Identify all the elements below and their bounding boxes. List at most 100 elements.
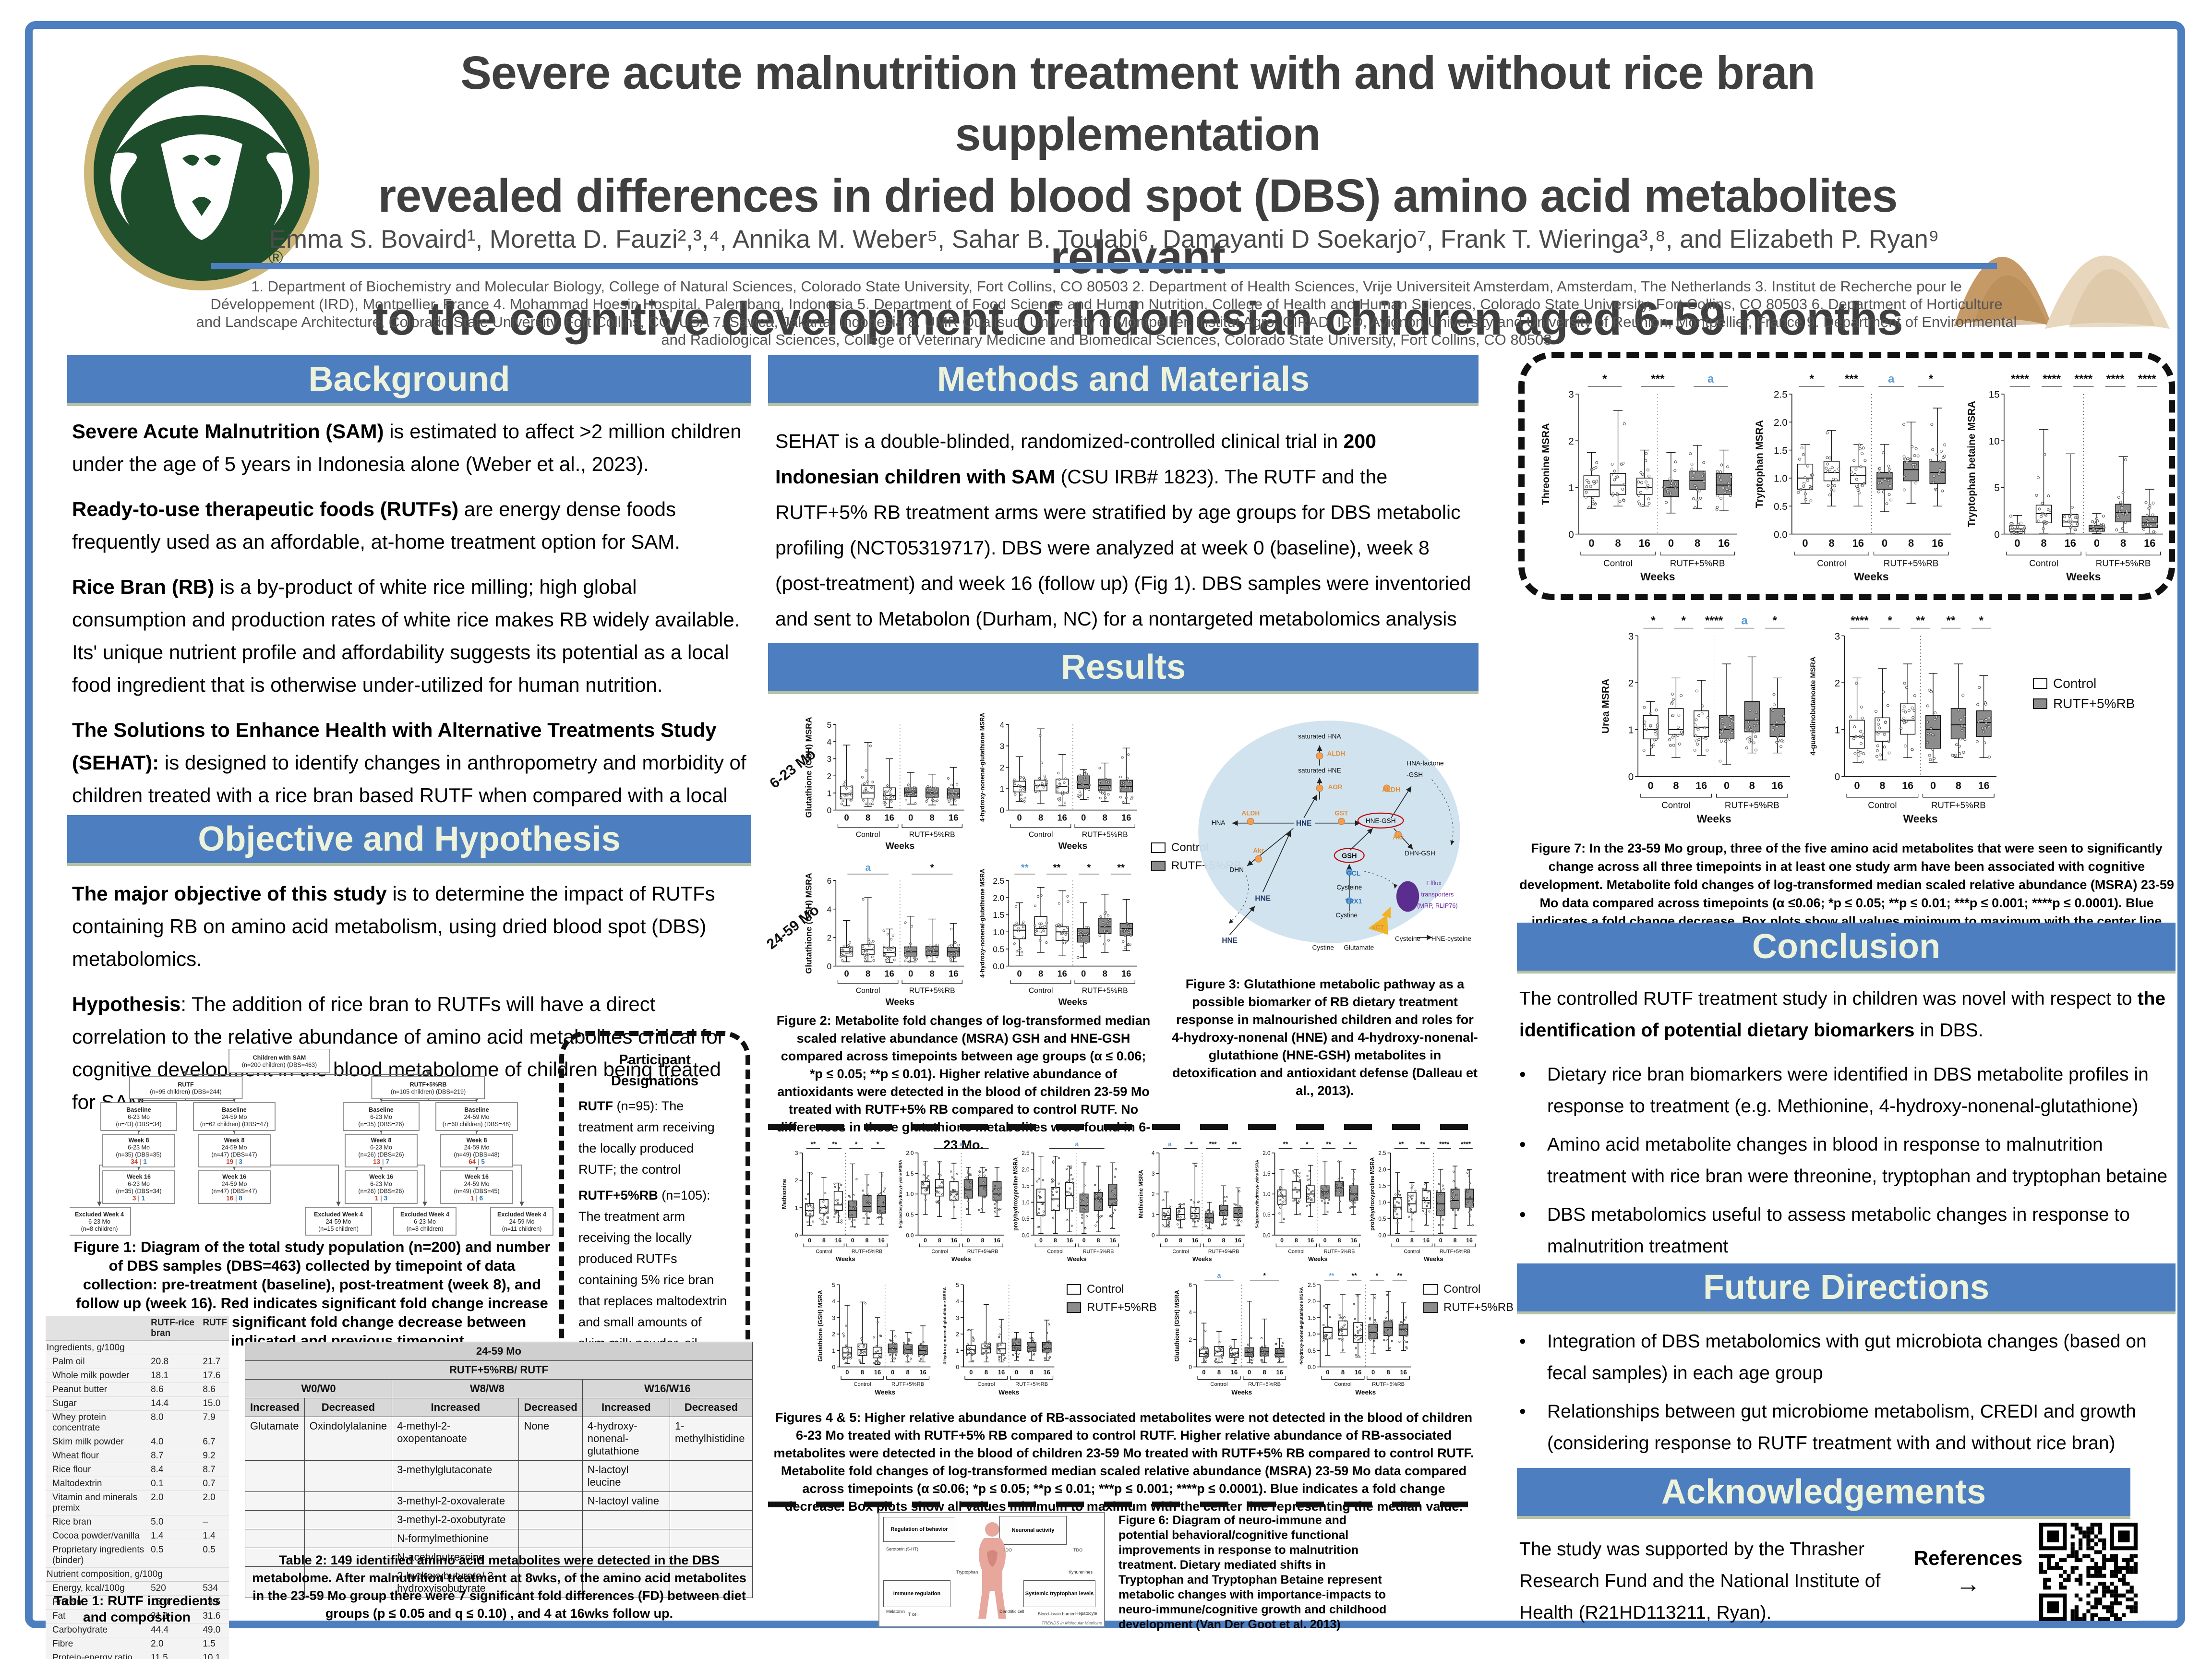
significance-label: * (1773, 614, 1778, 627)
x-tick-label: 8 (1879, 780, 1885, 792)
significance-label: ** (1021, 863, 1029, 873)
group-label: Control (1817, 558, 1846, 568)
bullet-item: •Relationships between gut microbiome me… (1519, 1396, 2177, 1459)
tree-node-line: (n=26) (DBS=26) (358, 1188, 404, 1195)
table-cell (245, 1566, 305, 1598)
text: The controlled RUTF treatment study in c… (1519, 988, 2138, 1009)
text: is estimated to affect >2 million childr… (72, 420, 742, 475)
group-label: Control (1868, 800, 1897, 810)
x-tick-label: 8 (930, 969, 935, 979)
x-tick-label: 8 (930, 813, 935, 823)
y-tick-label: 1.0 (993, 927, 1004, 937)
y-tick-label: 2.5 (1378, 1150, 1386, 1156)
significance-label: a (1741, 614, 1748, 627)
fig6-subpanel-label: Systemic tryptophan levels (1023, 1580, 1095, 1607)
tree-node-line: 24-59 Mo (509, 1218, 535, 1225)
x-tick-label: 0 (1930, 780, 1936, 792)
x-tick-label: 16 (1902, 780, 1913, 792)
fig6-small-label: Hepatocyte (1075, 1611, 1097, 1616)
y-tick-label: 2 (832, 1331, 835, 1338)
x-tick-label: 8 (906, 1369, 910, 1376)
table-cell: Oxindolylalanine (304, 1417, 393, 1461)
tree-node-line: Week 8 (467, 1137, 487, 1144)
box (1636, 478, 1653, 495)
legend-entry: RUTF+5%RB (1067, 1301, 1157, 1314)
bold-text: 200 Indonesian children with SAM (775, 430, 1376, 488)
x-tick-label: 0 (1326, 1369, 1329, 1376)
y-tick-label: 0 (1000, 805, 1005, 815)
y-tick-label: 4 (827, 737, 832, 746)
box (1398, 1323, 1408, 1336)
x-tick-label: 8 (1341, 1369, 1345, 1376)
fig6-subpanel-label: Immune regulation (883, 1580, 950, 1607)
group-label: Control (2029, 558, 2058, 568)
significance-label: * (1809, 373, 1814, 385)
pathway-label: xCT (1372, 924, 1384, 931)
x-tick-label: 16 (1276, 1369, 1283, 1376)
box (1465, 1189, 1474, 1208)
x-tick-label: 0 (844, 969, 849, 979)
x-tick-label: 0 (844, 813, 849, 823)
legend-entry: RUTF+5%RB (2033, 696, 2135, 711)
x-tick-label: 16 (998, 1369, 1005, 1376)
tree-node-line: (n=35) (DBS=26) (358, 1121, 404, 1128)
group-label: Control (856, 986, 880, 995)
y-tick-label: 2 (1189, 1336, 1192, 1343)
tree-node (440, 1134, 513, 1167)
pathway-label: saturated HNE (1298, 767, 1341, 774)
tree-node-line: Week 8 (371, 1137, 392, 1144)
y-tick-label: 1 (827, 788, 832, 798)
tree-node (198, 1134, 271, 1167)
y-tick-label: 1.5 (1022, 1183, 1029, 1190)
bold-text: The major objective of this study (72, 882, 387, 905)
tree-node-line: Week 8 (224, 1137, 245, 1144)
y-tick-label: 4 (1152, 1150, 1155, 1156)
future-directions-text: •Integration of DBS metabolomics with gu… (1519, 1326, 2177, 1466)
table-cell (582, 1566, 670, 1598)
x-tick-label: 16 (1978, 780, 1990, 792)
y-tick-label: 2.0 (1378, 1166, 1386, 1173)
x-tick-label: 0 (1017, 813, 1022, 823)
bullet-item: •Integration of DBS metabolomics with gu… (1519, 1326, 2177, 1389)
table-cell (245, 1529, 305, 1548)
significance-label: * (1376, 1272, 1379, 1280)
tree-node-line: Week 16 (127, 1174, 151, 1180)
tree-node-line: Baseline (464, 1106, 489, 1113)
tree-node-stat: 34 | 1 (131, 1158, 147, 1166)
legend-swatch (2033, 698, 2047, 709)
x-tick-label: 0 (1396, 1237, 1399, 1244)
group-label: RUTF+5%RB (891, 1382, 924, 1387)
y-tick-label: 3 (795, 1150, 798, 1156)
group-label: RUTF+5%RB (1670, 558, 1725, 568)
tree-node (393, 1207, 457, 1236)
significance-label: ** (1326, 1141, 1331, 1148)
x-tick-label: 16 (949, 969, 958, 979)
results-header-label: Results (1060, 648, 1186, 686)
y-tick-label: 1.0 (1378, 1200, 1386, 1206)
pathway-label: HNA (1212, 819, 1226, 826)
tree-node-line: 6-23 Mo (128, 1181, 150, 1188)
y-tick-label: 1 (795, 1205, 798, 1211)
tree-node-line: 6-23 Mo (414, 1218, 436, 1225)
y-tick-label: 0 (1835, 771, 1840, 782)
tree-node-line: (n=11 children) (502, 1226, 542, 1232)
bold-text: Rice Bran (RB) (72, 576, 215, 598)
table-cell: 3-methylglutaconate (392, 1460, 519, 1492)
pathway-label: HNA-lactone (1407, 760, 1443, 767)
y-tick-label: 15 (1989, 389, 2000, 400)
y-axis-label: Glutathione (GSH) MSRA (804, 717, 813, 817)
table-cell (518, 1491, 583, 1511)
tree-node-line: Excluded Week 4 (400, 1211, 449, 1218)
table-cell: N-lactoyl valine (582, 1491, 670, 1511)
pathway-label: Akr (1393, 833, 1404, 841)
significance-label: * (1682, 614, 1686, 627)
x-tick-label: 8 (2041, 537, 2046, 549)
tree-node-stat: 13 | 7 (373, 1158, 389, 1166)
x-tick-label: 8 (1454, 1237, 1457, 1244)
group-label: RUTF+5%RB (1931, 800, 1986, 810)
paragraph: SEHAT is a double-blinded, randomized-co… (775, 423, 1474, 672)
